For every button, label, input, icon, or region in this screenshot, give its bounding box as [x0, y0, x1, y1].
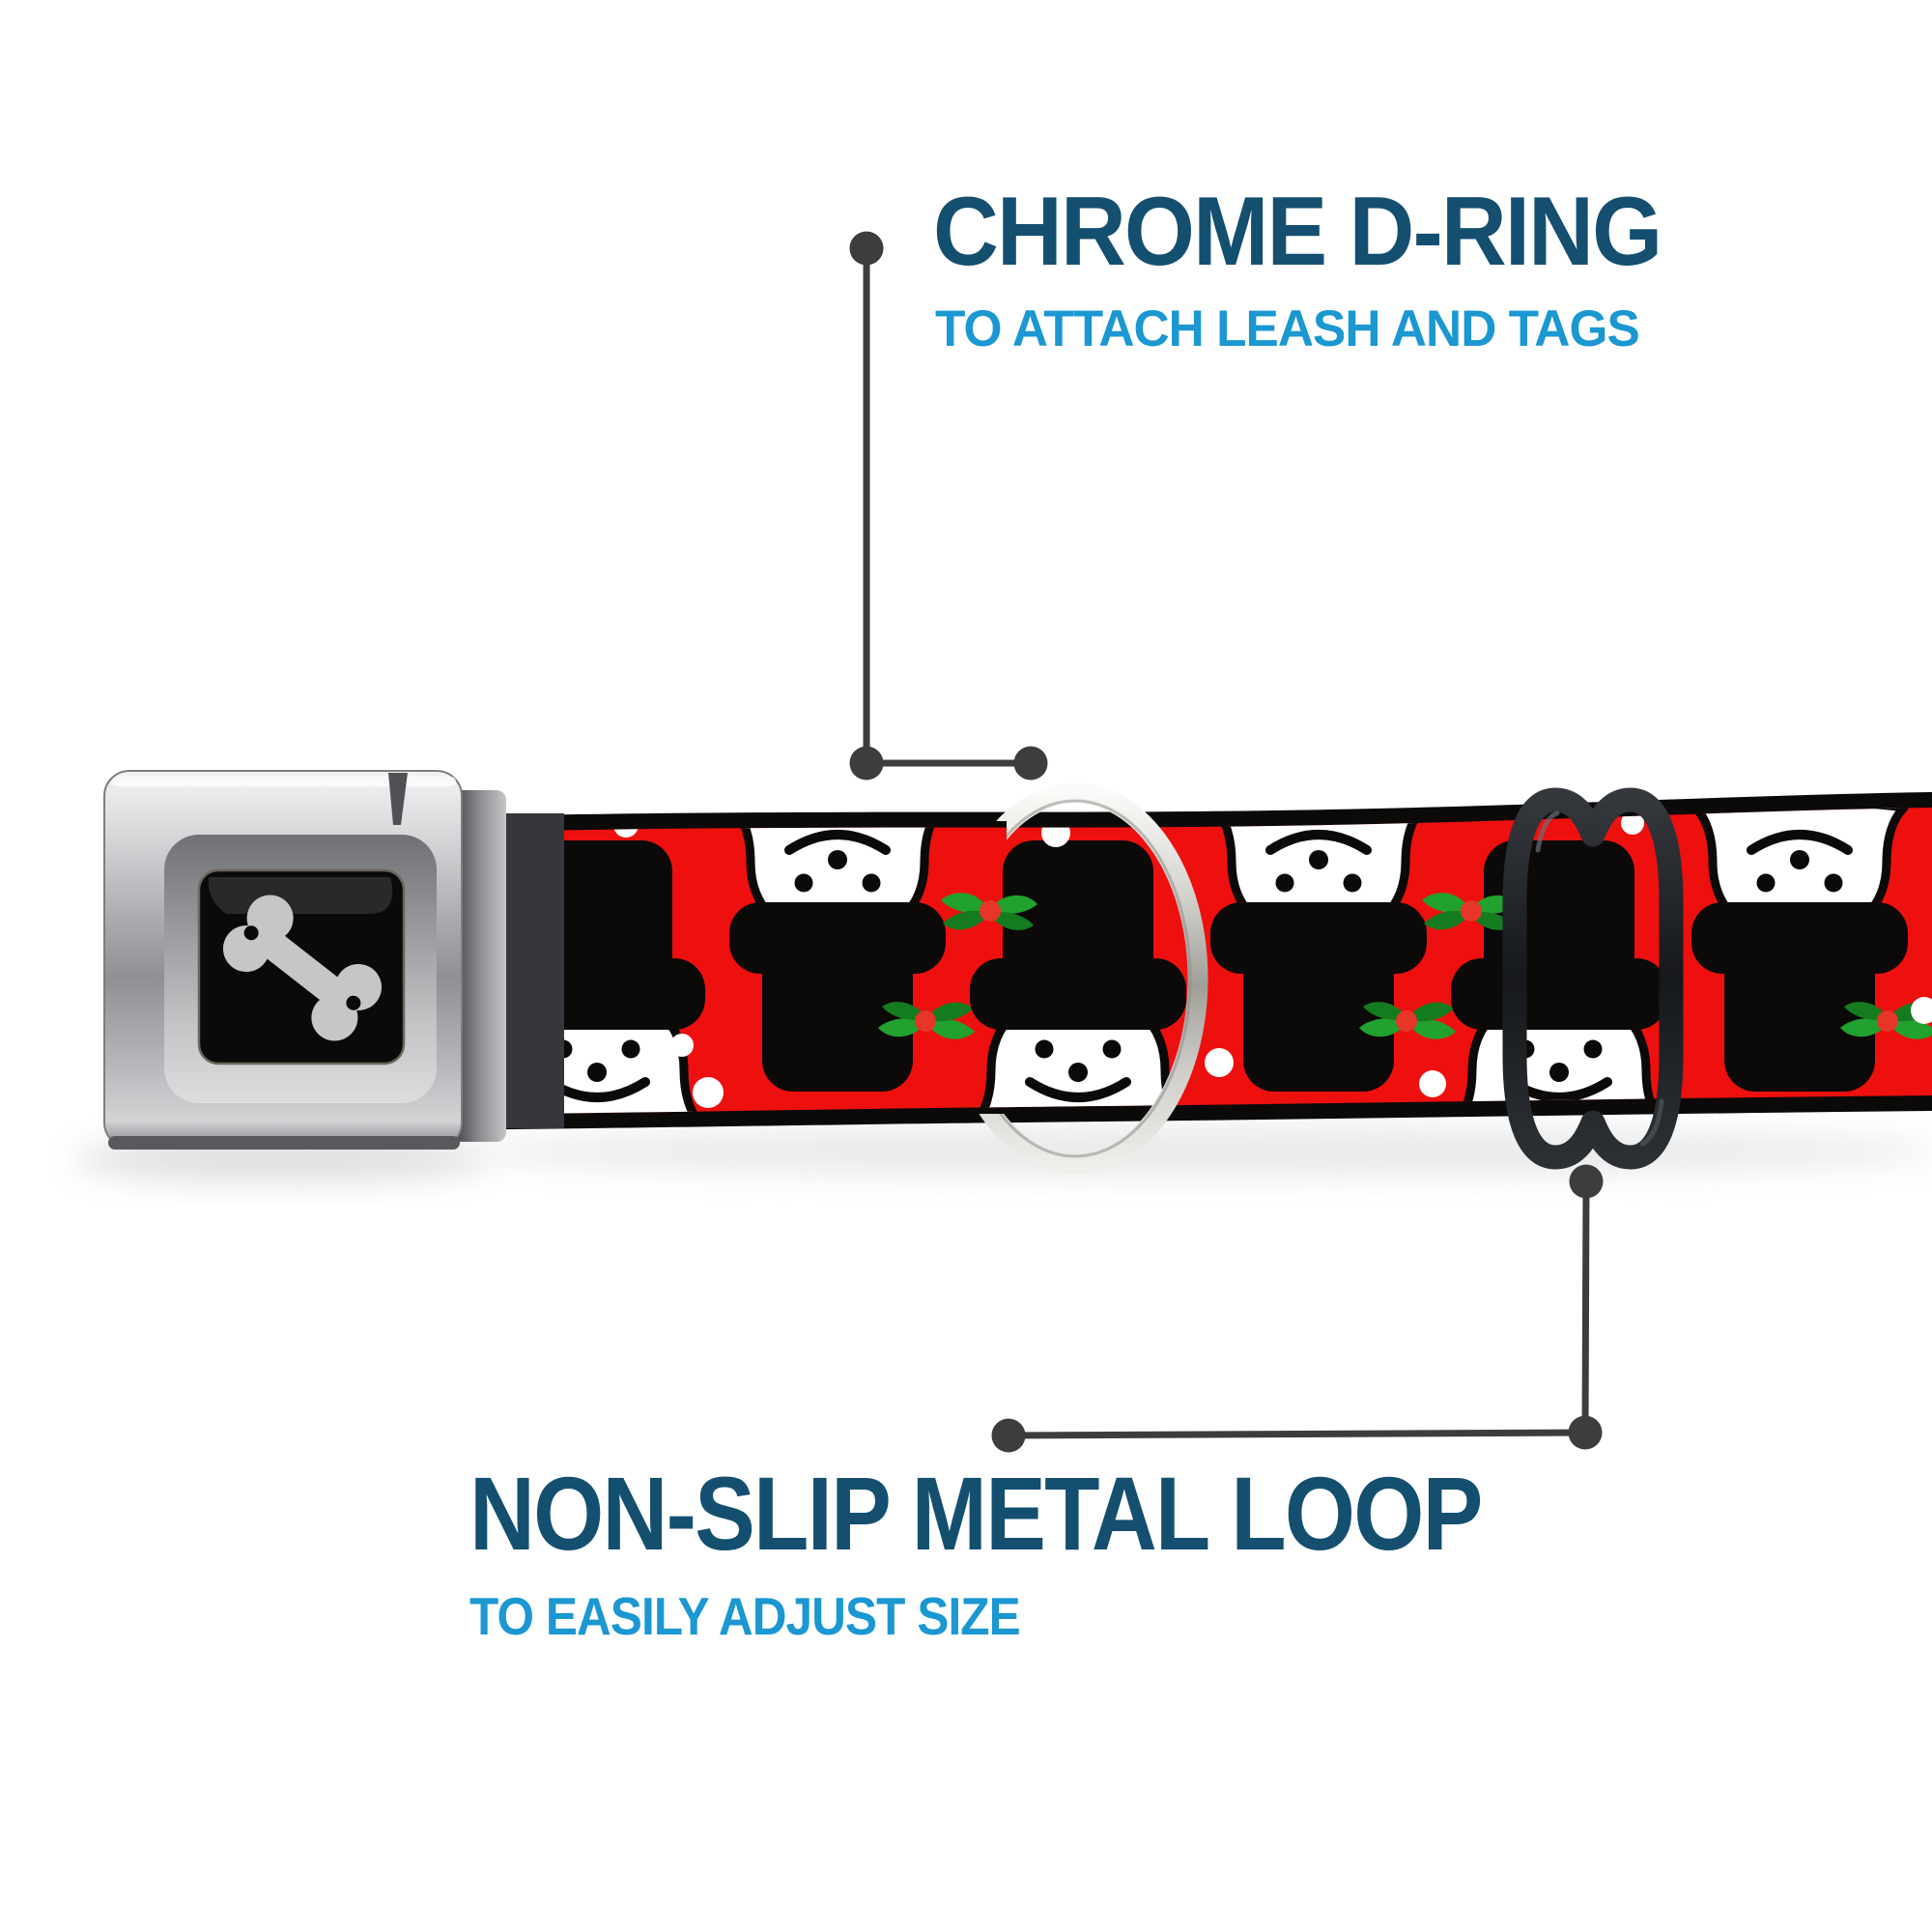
callout-bottom-connector	[991, 1164, 1604, 1453]
metal-slide-loop	[1502, 787, 1684, 1170]
buckle-tongue	[452, 790, 564, 1142]
buckle-logo-window	[197, 868, 406, 1065]
bottom-callout-title: NON-SLIP METAL LOOP	[469, 1455, 1483, 1572]
dog-bone-icon	[222, 895, 383, 1041]
collar-webbing	[425, 792, 1932, 1130]
callout-top-connector	[849, 231, 1048, 781]
top-callout-subtitle: TO ATTACH LEASH AND TAGS	[935, 300, 1640, 357]
chrome-d-ring	[942, 782, 1208, 1175]
seatbelt-buckle	[103, 770, 463, 1150]
bottom-callout-subtitle: TO EASILY ADJUST SIZE	[469, 1586, 1021, 1646]
top-callout-title: CHROME D-RING	[933, 178, 1662, 286]
